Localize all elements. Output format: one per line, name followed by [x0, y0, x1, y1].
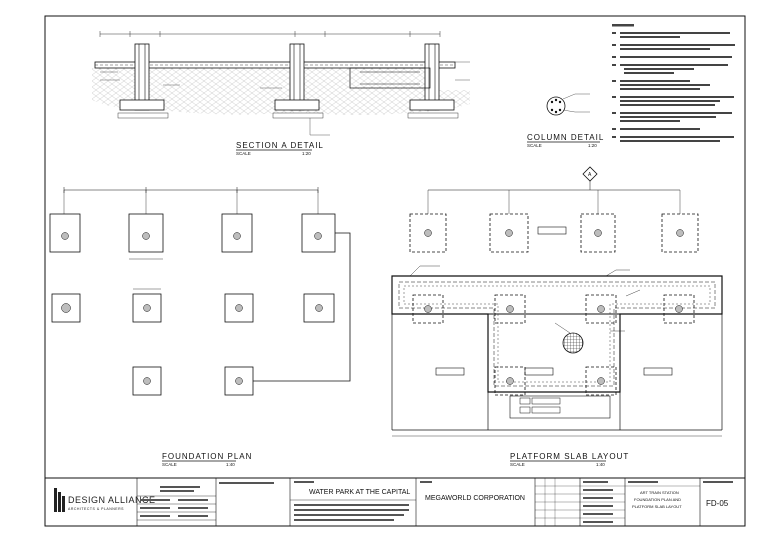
title-block-fine-print — [140, 481, 733, 523]
platform-scale-label: SCALE — [510, 462, 525, 467]
column-scale-value: 1:20 — [588, 143, 597, 148]
sheet-content-line-1: ART TRAIN STATION — [640, 490, 679, 495]
firm-name: DESIGN ALLIANCE — [68, 495, 156, 505]
platform-title: PLATFORM SLAB LAYOUT — [510, 452, 629, 461]
firm-logo — [54, 488, 65, 512]
sheet-number: FD-05 — [706, 499, 729, 508]
grid-marker-label: A — [588, 172, 592, 178]
platform-scale-value: 1:40 — [596, 462, 605, 467]
general-notes — [612, 24, 735, 142]
section-a-detail: SECTION A DETAIL SCALE 1:20 — [92, 31, 470, 156]
column-scale-label: SCALE — [527, 143, 542, 148]
section-scale-label: SCALE — [236, 151, 251, 156]
column-title: COLUMN DETAIL — [527, 133, 604, 142]
title-block — [44, 477, 746, 527]
platform-piers — [424, 229, 684, 385]
foundation-scale-value: 1:40 — [226, 462, 235, 467]
foundation-plan — [49, 187, 351, 396]
section-title: SECTION A DETAIL — [236, 141, 324, 150]
firm-tagline: ARCHITECTS & PLANNERS — [68, 507, 124, 511]
sheet-content-line-3: PLATFORM SLAB LAYOUT — [632, 504, 682, 509]
foundation-title: FOUNDATION PLAN — [162, 452, 252, 461]
project-title: WATER PARK AT THE CAPITAL — [309, 489, 410, 496]
foundation-scale-label: SCALE — [162, 462, 177, 467]
section-scale-value: 1:20 — [302, 151, 311, 156]
column-detail: COLUMN DETAIL SCALE 1:20 — [527, 93, 604, 148]
owner-name: MEGAWORLD CORPORATION — [425, 495, 525, 502]
foundation-piers — [61, 232, 323, 385]
sheet-content-line-2: FOUNDATION PLAN AND — [634, 497, 681, 502]
drain-grating — [562, 332, 584, 354]
platform-slab-layout — [391, 166, 723, 437]
